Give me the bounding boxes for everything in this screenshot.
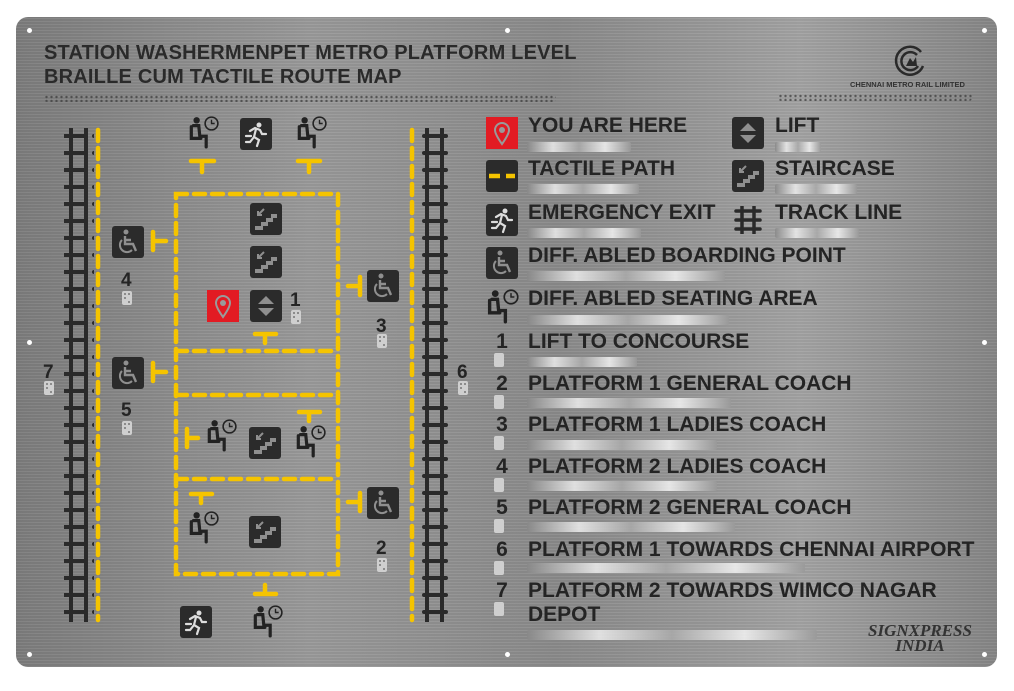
legend-you-are-here-icon — [486, 117, 518, 149]
logo-braille — [778, 94, 972, 101]
legend-seating-area: DIFF. ABLED SEATING AREA — [528, 287, 818, 310]
legend-you-are-here: YOU ARE HERE — [528, 114, 688, 137]
braille-strip — [527, 271, 725, 281]
mounting-hole — [982, 340, 987, 345]
track-line-right — [420, 128, 450, 622]
cmrl-logo-icon — [894, 45, 925, 76]
signxpress-logo-line1: SIGNXPRESS — [868, 621, 972, 640]
legend-staircase: STAIRCASE — [775, 157, 895, 180]
legend-tactile-path: TACTILE PATH — [528, 157, 675, 180]
legend-label: PLATFORM 2 GENERAL COACH — [528, 496, 852, 519]
legend-number: 2 — [496, 372, 508, 395]
tactile-path — [95, 127, 415, 623]
braille-strip — [527, 522, 735, 532]
wheelchair-boarding-icon — [112, 226, 144, 258]
map-label-6: 6 — [457, 362, 468, 383]
title-braille — [44, 95, 556, 102]
legend-item-4: 4 PLATFORM 2 LADIES COACH — [486, 455, 826, 479]
legend-emergency-exit: EMERGENCY EXIT — [528, 201, 716, 224]
seating-area-icon — [296, 424, 327, 458]
staircase-icon — [249, 516, 281, 548]
seating-area-icon — [253, 604, 284, 638]
braille-strip — [775, 228, 859, 238]
title-line-2: BRAILLE CUM TACTILE ROUTE MAP — [44, 66, 402, 88]
mounting-hole — [505, 28, 510, 33]
braille-strip — [527, 440, 717, 450]
legend-braille-cells — [494, 353, 504, 616]
emergency-exit-icon — [240, 118, 272, 150]
legend-staircase-icon — [732, 160, 764, 192]
wheelchair-boarding-icon — [112, 357, 144, 389]
tactile-t-connectors — [150, 158, 363, 597]
legend-tactile-path-icon — [486, 160, 518, 192]
you-are-here-icon — [207, 290, 239, 322]
legend-emergency-exit-icon — [486, 204, 518, 236]
legend-label: PLATFORM 2 TOWARDS WIMCO NAGAR DEPOT — [528, 579, 937, 626]
legend-track-line-icon — [734, 204, 762, 236]
legend-lift-icon — [732, 117, 764, 149]
cmrl-logo-text: CHENNAI METRO RAIL LIMITED — [850, 80, 965, 89]
wheelchair-boarding-icon — [367, 487, 399, 519]
legend-label: PLATFORM 2 LADIES COACH — [528, 455, 827, 478]
signxpress-logo: SIGNXPRESS INDIA — [868, 621, 972, 655]
braille-strip — [775, 142, 821, 152]
mounting-hole — [982, 652, 987, 657]
legend-number: 7 — [496, 579, 508, 602]
staircase-icon — [250, 246, 282, 278]
seating-area-icon — [297, 115, 328, 149]
mounting-hole — [27, 340, 32, 345]
mounting-hole — [982, 28, 987, 33]
mounting-hole — [27, 28, 32, 33]
braille-strip — [527, 481, 717, 491]
legend-item-5: 5 PLATFORM 2 GENERAL COACH — [486, 496, 852, 520]
map-label-5: 5 — [121, 400, 132, 421]
map-label-2: 2 — [376, 538, 387, 559]
braille-strip — [775, 184, 857, 194]
map-label-4: 4 — [121, 270, 132, 291]
legend-seating-icon — [487, 288, 520, 324]
braille-strip — [527, 315, 729, 325]
braille-strip — [527, 563, 805, 573]
braille-strip — [527, 630, 817, 640]
legend-number: 3 — [496, 413, 508, 436]
signxpress-logo-line2: INDIA — [895, 636, 945, 655]
legend-label: PLATFORM 1 LADIES COACH — [528, 413, 827, 436]
legend-label: LIFT TO CONCOURSE — [528, 330, 750, 353]
map-label-7: 7 — [43, 362, 54, 383]
mounting-hole — [27, 652, 32, 657]
legend-label: PLATFORM 1 TOWARDS CHENNAI AIRPORT — [528, 538, 975, 561]
seating-area-icon — [189, 115, 220, 149]
legend-item-6: 6 PLATFORM 1 TOWARDS CHENNAI AIRPORT — [486, 538, 974, 562]
track-line-left — [64, 128, 94, 622]
legend-number: 5 — [496, 496, 508, 519]
braille-strip — [527, 184, 639, 194]
seating-area-icon — [189, 510, 220, 544]
legend-track-line: TRACK LINE — [775, 201, 903, 224]
map-label-1: 1 — [290, 290, 301, 311]
legend-number: 4 — [496, 455, 508, 478]
legend-boarding-point: DIFF. ABLED BOARDING POINT — [528, 244, 846, 267]
braille-strip — [527, 398, 731, 408]
staircase-icon — [249, 427, 281, 459]
braille-strip — [527, 357, 637, 367]
lift-icon — [250, 290, 282, 322]
legend-item-2: 2 PLATFORM 1 GENERAL COACH — [486, 372, 852, 396]
staircase-icon — [250, 203, 282, 235]
legend-wheelchair-icon — [486, 247, 518, 279]
legend-number: 6 — [496, 538, 508, 561]
legend-item-1: 1 LIFT TO CONCOURSE — [486, 330, 749, 354]
legend-item-3: 3 PLATFORM 1 LADIES COACH — [486, 413, 826, 437]
braille-strip — [527, 142, 631, 152]
wheelchair-boarding-icon — [367, 270, 399, 302]
braille-strip — [527, 228, 641, 238]
seating-area-icon — [207, 418, 238, 452]
legend-label: PLATFORM 1 GENERAL COACH — [528, 372, 852, 395]
legend-number: 1 — [496, 330, 508, 353]
map-label-3: 3 — [376, 316, 387, 337]
legend-item-7: 7 PLATFORM 2 TOWARDS WIMCO NAGAR DEPOT — [486, 579, 946, 627]
mounting-hole — [505, 652, 510, 657]
title-line-1: STATION WASHERMENPET METRO PLATFORM LEVE… — [44, 42, 577, 64]
emergency-exit-icon — [180, 606, 212, 638]
legend-lift: LIFT — [775, 114, 820, 137]
